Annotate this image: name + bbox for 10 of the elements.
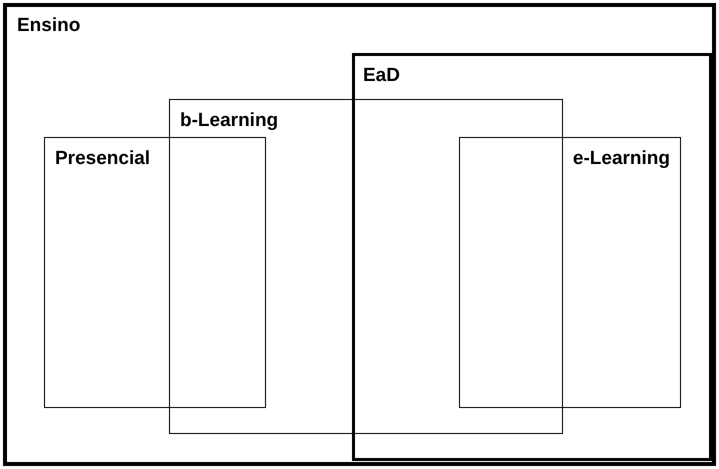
region-label: Presencial	[55, 149, 150, 170]
region-label: b-Learning	[180, 111, 278, 132]
region-label: Ensino	[17, 16, 80, 37]
region-box	[3, 3, 716, 466]
region-label: e-Learning	[572, 149, 670, 170]
region-label: EaD	[363, 66, 400, 87]
region-box	[352, 53, 712, 461]
region-box	[459, 137, 681, 408]
region-box	[169, 99, 563, 434]
region-box	[44, 137, 266, 408]
